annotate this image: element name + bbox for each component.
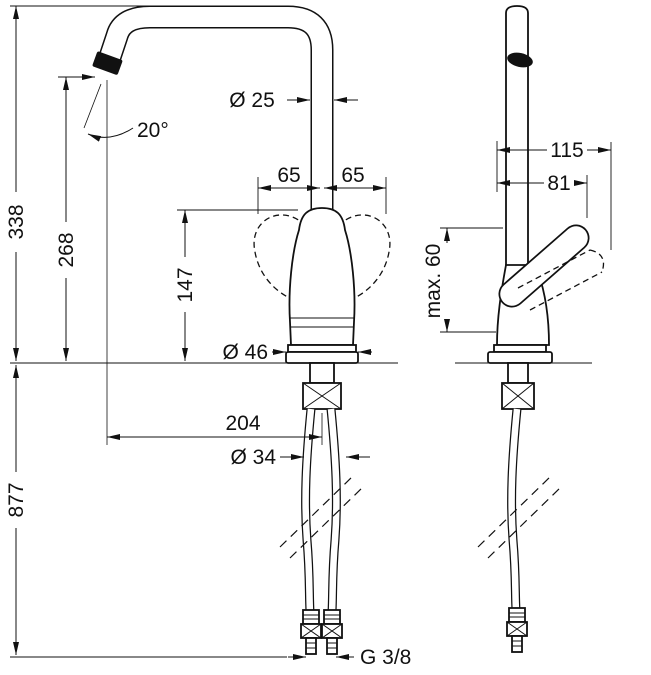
aerator-tip xyxy=(92,51,123,75)
dim-spout-diameter: Ø 25 xyxy=(229,89,358,112)
side-mounting-shank xyxy=(501,362,535,410)
side-pipe xyxy=(505,5,533,270)
side-base-flange xyxy=(487,344,553,364)
hose-connector-left xyxy=(300,609,322,655)
dim-reach: 204 xyxy=(106,80,323,445)
dim-outlet-height: 268 xyxy=(55,74,95,361)
dim-spout-diameter-label: Ø 25 xyxy=(229,89,275,112)
hose-connector-right xyxy=(321,609,343,655)
dim-swivel: 65 65 xyxy=(257,164,387,214)
dim-max-thickness: max. 60 xyxy=(422,227,503,333)
dim-depth-handle: 81 xyxy=(497,172,588,218)
dim-shank-diameter: Ø 34 xyxy=(230,446,370,469)
spout-outlet-side xyxy=(507,52,533,68)
dim-thread: G 3/8 xyxy=(288,646,411,669)
dim-outlet-height-label: 268 xyxy=(55,232,78,267)
mounting-shank xyxy=(302,362,342,410)
dim-swivel-left-label: 65 xyxy=(277,164,300,187)
dim-body-height: 147 xyxy=(174,209,298,361)
supply-hose-left xyxy=(301,408,316,613)
dim-spout-angle: 20° xyxy=(83,83,169,142)
dim-hose-length-label: 877 xyxy=(5,482,28,517)
dim-total-height: 338 xyxy=(5,5,150,361)
side-hose-connector xyxy=(506,607,528,653)
front-view xyxy=(92,5,398,655)
supply-hose-right xyxy=(326,408,341,613)
handle-swing-envelope xyxy=(253,214,391,304)
mixer-body xyxy=(288,207,356,346)
side-handle-lever xyxy=(498,224,590,308)
dim-hose-length: 877 xyxy=(5,362,287,658)
dim-body-height-label: 147 xyxy=(174,267,197,302)
dim-depth-handle-label: 81 xyxy=(547,172,570,195)
dim-shank-diameter-label: Ø 34 xyxy=(230,446,276,469)
dim-body-diameter: Ø 46 xyxy=(222,341,372,364)
spout xyxy=(92,5,334,225)
side-hose-break-marks xyxy=(477,476,561,559)
dim-depth-total-label: 115 xyxy=(550,139,583,162)
dim-body-diameter-label: Ø 46 xyxy=(222,341,268,364)
dim-swivel-right-label: 65 xyxy=(341,164,364,187)
hose-break-marks xyxy=(279,476,363,559)
dim-max-thickness-label: max. 60 xyxy=(422,244,445,319)
side-view xyxy=(455,5,605,653)
side-supply-hose xyxy=(507,408,522,611)
dim-total-height-label: 338 xyxy=(5,204,28,239)
dim-reach-label: 204 xyxy=(225,412,260,435)
base-flange xyxy=(285,344,359,364)
side-handle-raised-dashed xyxy=(517,249,605,311)
dim-spout-angle-label: 20° xyxy=(137,119,169,142)
dim-thread-label: G 3/8 xyxy=(360,646,411,669)
